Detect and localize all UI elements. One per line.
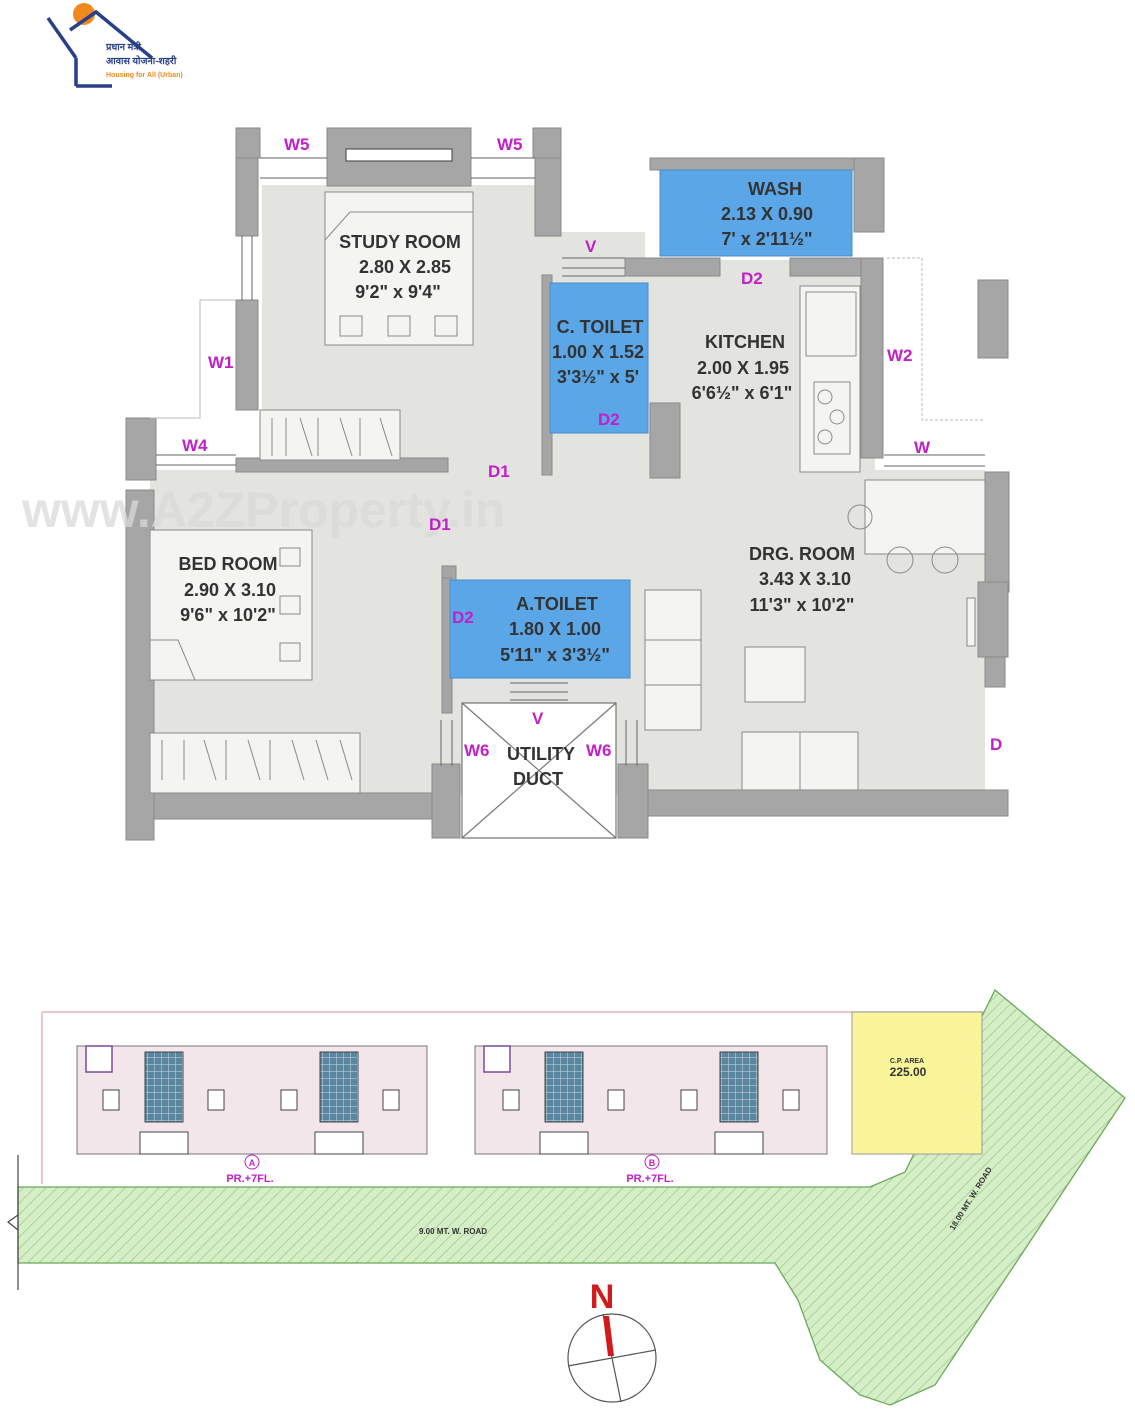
wash-area [659, 169, 853, 257]
tag-w2: W2 [887, 346, 913, 365]
building-a-floors: PR.+7FL. [226, 1173, 273, 1185]
wash-imperial: 7' x 2'11½" [721, 229, 812, 249]
tag-d1-study: D1 [488, 462, 510, 481]
north-label: N [590, 1278, 615, 1316]
kitchen-sink [805, 291, 857, 357]
tag-v-atoilet: V [532, 709, 544, 728]
study-room-metric: 2.80 X 2.85 [359, 257, 451, 277]
bed-room-imperial: 9'6" x 10'2" [180, 605, 276, 625]
tag-w6-right: W6 [586, 741, 612, 760]
utility-duct [461, 702, 617, 839]
kitchen-metric: 2.00 X 1.95 [697, 358, 789, 378]
logo-line-3: Housing for All (Urban) [106, 72, 183, 79]
window-frames [156, 157, 985, 766]
tag-w4: W4 [182, 436, 208, 455]
tv-unit [966, 597, 976, 647]
tag-d-entrance: D [990, 735, 1002, 754]
logo-house-icon [46, 9, 154, 88]
common-toilet-area [549, 282, 649, 434]
attached-toilet-imperial: 5'11" x 3'3½" [500, 645, 610, 665]
attached-toilet-area [449, 579, 631, 679]
bed-room-metric: 2.90 X 3.10 [184, 580, 276, 600]
north-arrow-icon: N [567, 1278, 657, 1403]
dining-table [864, 479, 986, 555]
cp-area [851, 1011, 983, 1155]
common-toilet-name: C. TOILET [557, 317, 644, 337]
building-a: A PR.+7FL. [76, 1045, 428, 1185]
balcony-outline-east [887, 257, 985, 421]
cp-area-value: 225.00 [890, 1065, 927, 1079]
watermark: www.A2ZProperty.in [21, 482, 505, 538]
study-window-sill [345, 148, 453, 162]
tag-w5-right: W5 [497, 135, 523, 154]
coffee-table [744, 646, 806, 703]
utility-duct-line-1: UTILITY [507, 744, 575, 764]
study-wardrobe [259, 409, 401, 461]
building-b: B PR.+7FL. [474, 1045, 828, 1185]
study-room-name: STUDY ROOM [339, 232, 461, 252]
tag-d2-wash: D2 [741, 269, 763, 288]
pmay-logo: प्रधान मंत्री आवास योजना-शहरी Housing fo… [46, 3, 183, 88]
tag-w6-left: W6 [464, 741, 490, 760]
attached-toilet-metric: 1.80 X 1.00 [509, 619, 601, 639]
logo-line-1: प्रधान मंत्री [105, 41, 142, 53]
kitchen-imperial: 6'6½" x 6'1" [692, 383, 793, 403]
common-toilet-imperial: 3'3½" x 5' [557, 367, 639, 387]
study-room-imperial: 9'2" x 9'4" [355, 282, 441, 302]
logo-line-2: आवास योजना-शहरी [106, 55, 177, 67]
tag-v-ctoilet: V [585, 237, 597, 256]
road-label-main: 9.00 MT. W. ROAD [419, 1227, 487, 1236]
tag-w: W [914, 438, 931, 457]
building-a-mark: A [249, 1158, 256, 1168]
drawing-room-name: DRG. ROOM [749, 544, 855, 564]
tag-d1-bedroom: D1 [429, 515, 451, 534]
wash-name: WASH [748, 179, 802, 199]
site-plan: C.P. AREA 225.00 A PR.+7FL. [6, 988, 1126, 1406]
kitchen-name: KITCHEN [705, 332, 785, 352]
utility-duct-line-2: DUCT [513, 769, 563, 789]
drawing-room-metric: 3.43 X 3.10 [759, 569, 851, 589]
cp-area-title: C.P. AREA [890, 1058, 924, 1065]
common-toilet-metric: 1.00 X 1.52 [552, 342, 644, 362]
drawing-room-imperial: 11'3" x 10'2" [750, 595, 855, 615]
sofa [644, 589, 702, 731]
furniture-details [150, 211, 959, 790]
furniture [149, 191, 986, 794]
unit-floor-plan: www.A2ZProperty.in STUDY ROOM 2.80 X 2.8… [21, 127, 1010, 841]
building-b-floors: PR.+7FL. [626, 1173, 673, 1185]
tag-w1: W1 [208, 353, 234, 372]
road-area [17, 988, 1126, 1406]
wash-metric: 2.13 X 0.90 [721, 204, 813, 224]
building-b-mark: B [649, 1158, 656, 1168]
logo-sun [73, 3, 95, 25]
balcony-outline-west [150, 299, 236, 419]
tag-d2-ctoilet: D2 [598, 410, 620, 429]
attached-toilet-name: A.TOILET [516, 594, 598, 614]
tag-d2-atoilet: D2 [452, 608, 474, 627]
bed-room-name: BED ROOM [179, 554, 278, 574]
tag-w5-left: W5 [284, 135, 310, 154]
